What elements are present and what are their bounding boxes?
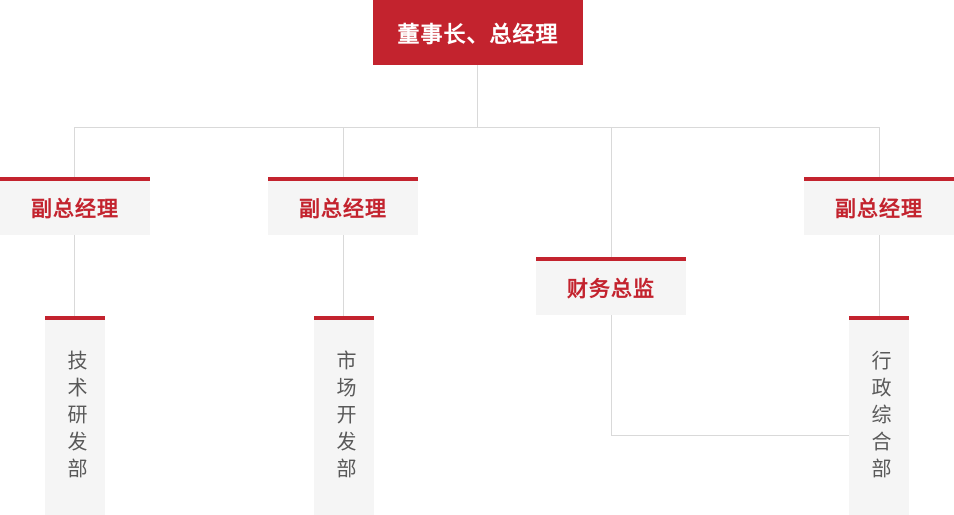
node-label: 副总经理	[31, 198, 119, 221]
connector-root-stem	[477, 65, 478, 127]
node-label: 副总经理	[835, 198, 923, 221]
connector-drop-finance	[611, 127, 612, 257]
connector-drop-deputy-right	[879, 127, 880, 177]
node-deputy-gm-right: 副总经理	[804, 177, 954, 235]
node-label: 市场开发部	[333, 350, 355, 485]
node-admin-general-dept: 行政综合部	[849, 316, 909, 515]
node-finance-director: 财务总监	[536, 257, 686, 315]
connector-deputy-right-to-dept	[879, 235, 880, 316]
connector-drop-deputy-middle	[343, 127, 344, 177]
connector-finance-down	[611, 315, 612, 435]
connector-finance-to-admin	[611, 435, 849, 436]
node-label: 副总经理	[299, 198, 387, 221]
node-tech-rd-dept: 技术研发部	[45, 316, 105, 515]
connector-deputy-mid-to-dept	[343, 235, 344, 316]
connector-horizontal-rail	[74, 127, 880, 128]
node-market-dev-dept: 市场开发部	[314, 316, 374, 515]
node-label: 行政综合部	[868, 350, 890, 485]
node-deputy-gm-left: 副总经理	[0, 177, 150, 235]
node-label: 财务总监	[567, 278, 655, 301]
node-label: 董事长、总经理	[397, 21, 559, 47]
connector-deputy-left-to-dept	[74, 235, 75, 316]
node-chairman-general-manager: 董事长、总经理	[373, 0, 583, 65]
connector-drop-deputy-left	[74, 127, 75, 177]
node-deputy-gm-middle: 副总经理	[268, 177, 418, 235]
node-label: 技术研发部	[64, 350, 86, 485]
